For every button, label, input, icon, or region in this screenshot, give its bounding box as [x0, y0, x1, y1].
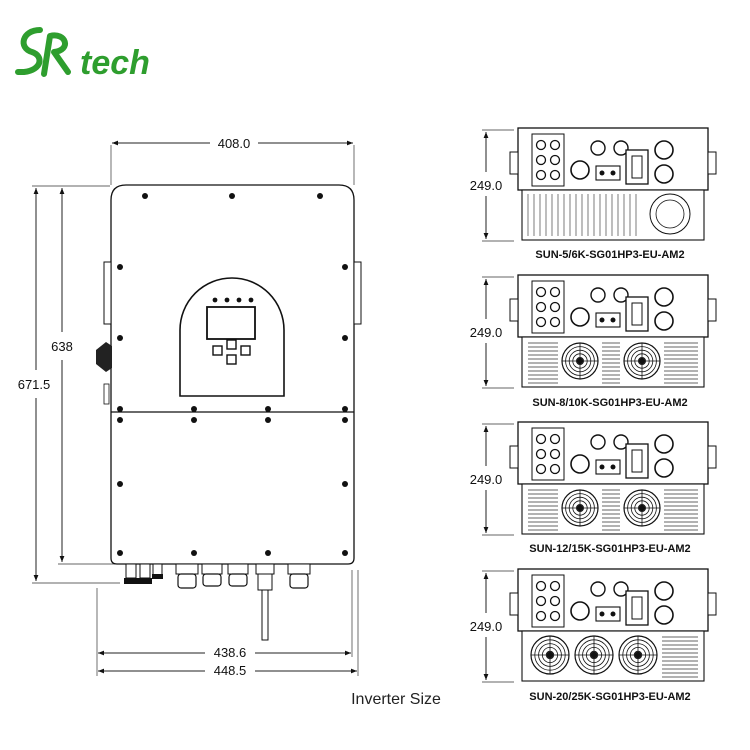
side-view-2-model: SUN-8/10K-SG01HP3-EU-AM2	[532, 397, 687, 409]
keypad-button	[226, 354, 237, 365]
front-screws	[117, 193, 348, 556]
dim-bottom-width-outer: 448.5	[214, 663, 247, 678]
keypad-button	[212, 345, 223, 356]
side-view-1	[482, 127, 717, 242]
side-view-1-model: SUN-5/6K-SG01HP3-EU-AM2	[535, 249, 684, 261]
front-view: 408.0 638 671.5	[18, 136, 362, 678]
lcd-screen	[206, 306, 256, 340]
side-view-3-model: SUN-12/15K-SG01HP3-EU-AM2	[529, 543, 690, 555]
side-view-2	[482, 274, 717, 389]
caption: Inverter Size	[351, 691, 441, 708]
dim-bottom-width-inner: 438.6	[214, 645, 247, 660]
side-view-3-height: 249.0	[470, 472, 503, 487]
bottom-connectors	[124, 563, 311, 641]
keypad-button	[226, 339, 237, 350]
display-panel	[179, 277, 285, 397]
logo-word: tech	[80, 44, 150, 82]
dim-top-width: 408.0	[218, 136, 251, 151]
side-view-2-height: 249.0	[470, 325, 503, 340]
dim-height-outer: 671.5	[18, 377, 51, 392]
side-view-4	[482, 568, 717, 683]
company-logo: tech	[15, 27, 150, 82]
side-view-4-model: SUN-20/25K-SG01HP3-EU-AM2	[529, 691, 690, 703]
side-view-1-height: 249.0	[470, 178, 503, 193]
side-view-3	[482, 421, 717, 536]
dim-height-inner: 638	[51, 339, 73, 354]
keypad-button	[240, 345, 251, 356]
side-view-4-height: 249.0	[470, 619, 503, 634]
side-views: 249.0 SUN-5/6K-SG01HP3-EU-AM2 249.0 SUN-…	[470, 127, 717, 703]
